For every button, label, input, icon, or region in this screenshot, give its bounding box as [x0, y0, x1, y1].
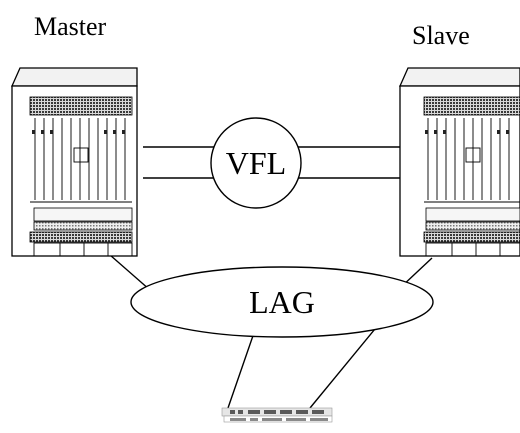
lag-label: LAG	[249, 284, 315, 320]
vfl-label: VFL	[226, 145, 286, 181]
lag-links	[109, 254, 433, 409]
slave-label: Slave	[412, 21, 470, 50]
slave-switch	[398, 67, 520, 257]
master-label: Master	[34, 12, 107, 41]
lag-node: LAG	[130, 266, 434, 338]
edge-switch	[221, 407, 333, 423]
master-switch	[10, 67, 138, 257]
vfl-node: VFL	[210, 117, 302, 209]
